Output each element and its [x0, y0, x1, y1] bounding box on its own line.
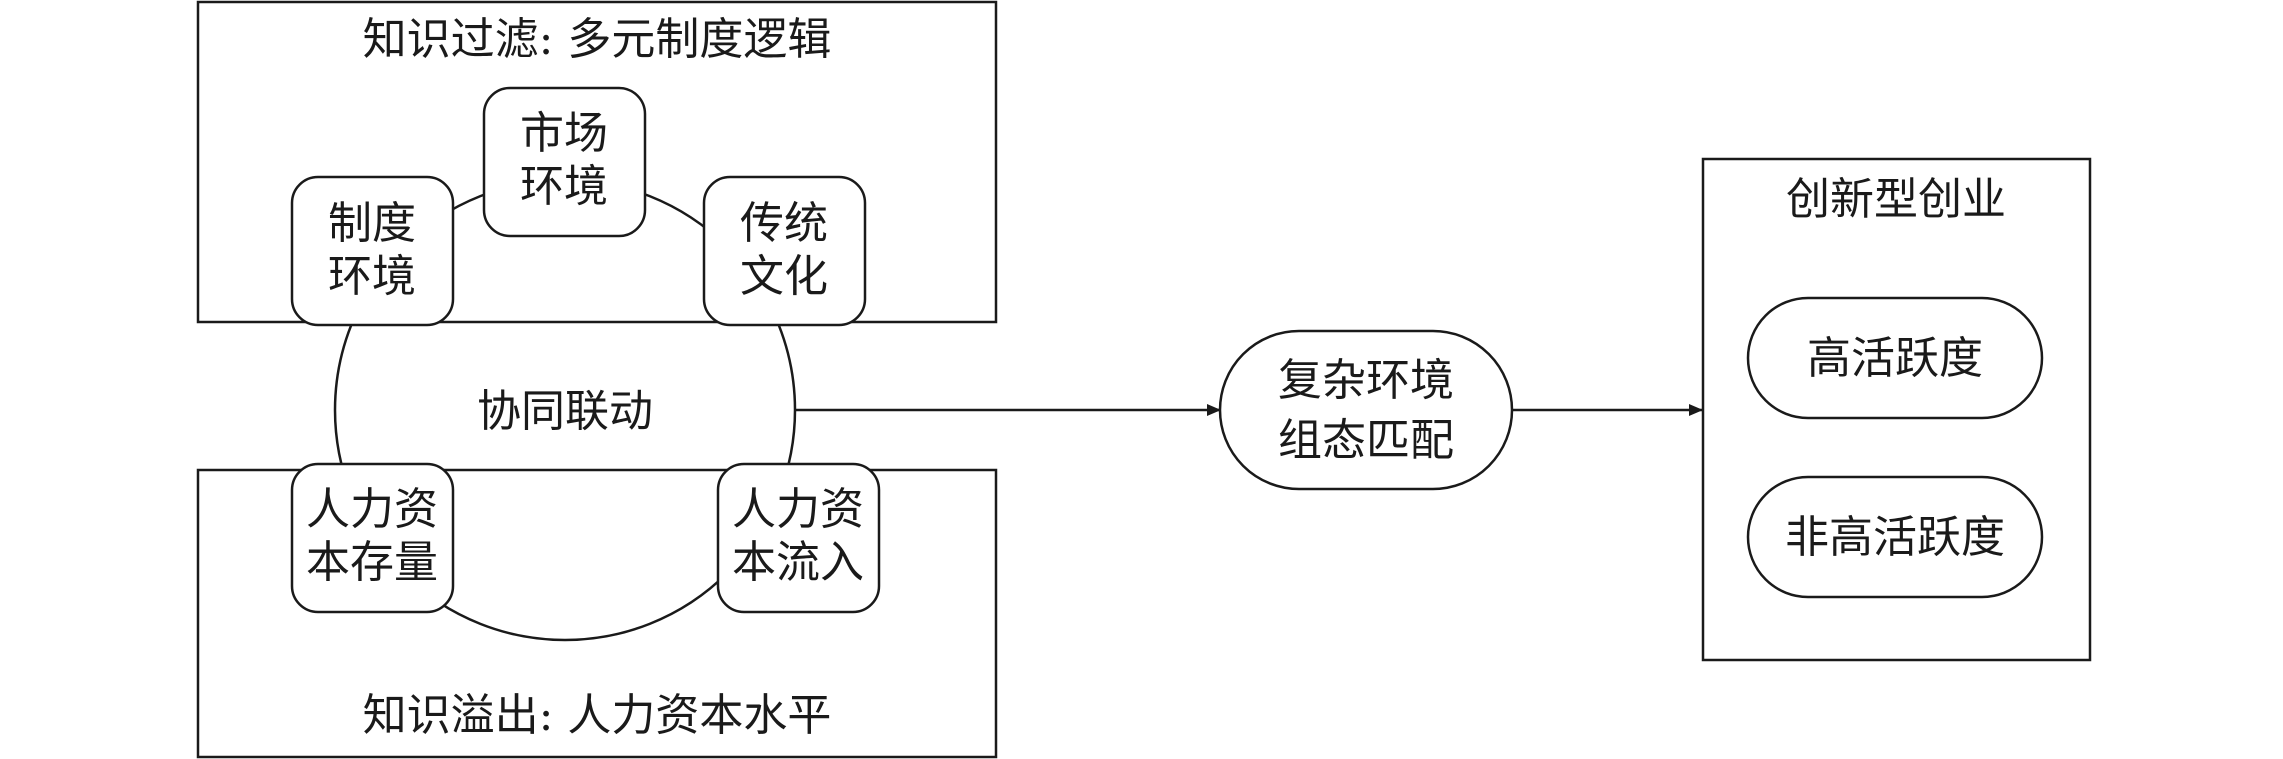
svg-text:市场: 市场: [520, 108, 608, 159]
svg-text:环境: 环境: [328, 251, 416, 302]
node-human-capital-inflow: 人力资 本流入: [716, 462, 881, 614]
svg-text:非高活跃度: 非高活跃度: [1785, 512, 2005, 563]
svg-text:组态匹配: 组态匹配: [1278, 415, 1454, 466]
svg-text:人力资: 人力资: [732, 484, 864, 535]
knowledge-spillover-title: 知识溢出: 人力资本水平: [363, 690, 832, 741]
knowledge-spillover-box: [196, 468, 998, 759]
node-traditional-culture: 传统 文化: [702, 175, 867, 327]
collaboration-label: 协同联动: [477, 386, 653, 437]
knowledge-filter-title: 知识过滤: 多元制度逻辑: [363, 14, 832, 65]
node-institutional-environment: 制度 环境: [290, 175, 455, 327]
outcome-high-activity: 高活跃度: [1746, 296, 2044, 420]
svg-text:环境: 环境: [520, 161, 608, 212]
outcome-non-high-activity: 非高活跃度: [1746, 475, 2044, 599]
svg-text:文化: 文化: [740, 251, 828, 302]
svg-text:高活跃度: 高活跃度: [1807, 333, 1983, 384]
svg-text:制度: 制度: [328, 198, 416, 249]
svg-text:人力资: 人力资: [306, 484, 438, 535]
knowledge-filter-box: [196, 0, 998, 324]
svg-text:复杂环境: 复杂环境: [1278, 355, 1454, 406]
svg-text:传统: 传统: [740, 198, 828, 249]
svg-text:本存量: 本存量: [306, 537, 438, 588]
svg-text:本流入: 本流入: [732, 537, 864, 588]
node-human-capital-stock: 人力资 本存量: [290, 462, 455, 614]
config-match-node: 复杂环境 组态匹配: [1218, 329, 1514, 491]
innovative-entrepreneurship-title: 创新型创业: [1786, 174, 2006, 225]
innovative-entrepreneurship-box: [1701, 157, 2092, 662]
node-market-environment: 市场 环境: [482, 86, 647, 238]
